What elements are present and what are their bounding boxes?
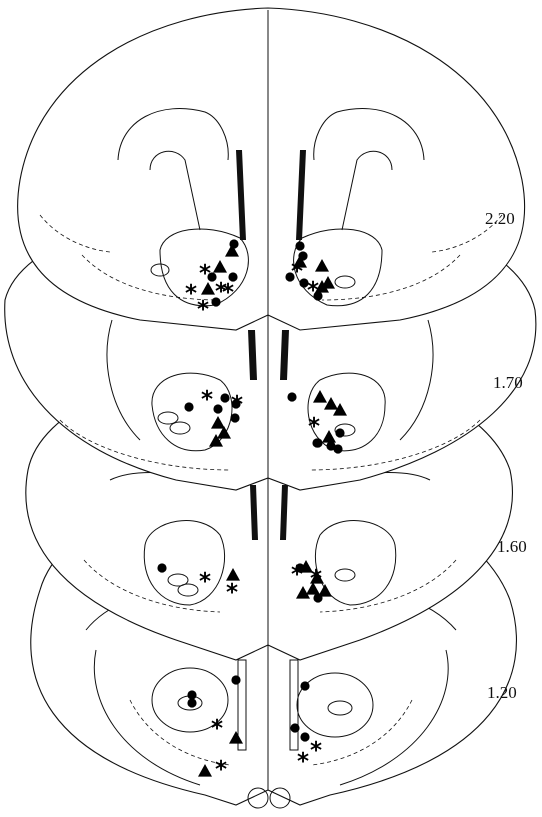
circle-marker [290,723,299,732]
asterisk-marker: * [222,280,234,306]
asterisk-marker: * [185,281,197,307]
asterisk-marker: * [297,749,309,775]
asterisk-marker: * [291,562,303,588]
circle-marker [157,563,166,572]
asterisk-marker: * [199,261,211,287]
circle-marker [295,241,304,250]
circle-marker [213,404,222,413]
circle-marker [231,675,240,684]
asterisk-marker: * [231,392,243,418]
circle-marker [300,732,309,741]
asterisk-marker: * [310,738,322,764]
level-label-2.20: 2.20 [485,209,515,229]
circle-marker [187,690,196,699]
asterisk-marker: * [226,580,238,606]
asterisk-marker: * [211,716,223,742]
asterisk-marker: * [197,297,209,323]
circle-marker [335,428,344,437]
section-2.20 [18,8,525,330]
asterisk-marker: * [310,566,322,592]
level-label-1.20: 1.20 [487,683,517,703]
circle-marker [333,444,342,453]
asterisk-marker: * [199,569,211,595]
circle-marker [287,392,296,401]
circle-marker [184,402,193,411]
asterisk-marker: * [291,259,303,285]
circle-marker [187,698,196,707]
asterisk-marker: * [307,278,319,304]
asterisk-marker: * [215,757,227,783]
level-label-1.60: 1.60 [497,537,527,557]
asterisk-marker: * [308,414,320,440]
circle-marker [300,681,309,690]
level-label-1.70: 1.70 [493,373,523,393]
asterisk-marker: * [201,387,213,413]
circle-marker [220,393,229,402]
